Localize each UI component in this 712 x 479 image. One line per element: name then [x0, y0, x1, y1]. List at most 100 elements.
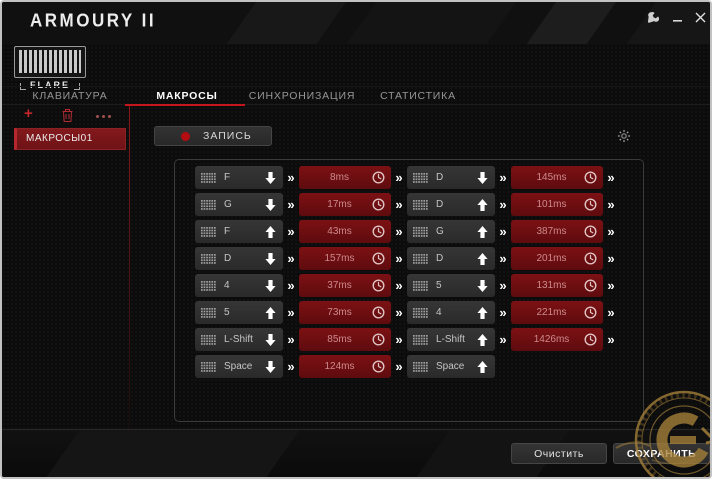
macro-delay-cell[interactable]: 387ms	[511, 220, 603, 243]
delay-value: 201ms	[536, 253, 567, 264]
macro-key-cell[interactable]: L-Shift	[195, 328, 283, 351]
chevron-double-icon: »	[395, 278, 403, 293]
save-button[interactable]: СОХРАНИТЬ	[613, 443, 710, 464]
delay-value: 145ms	[536, 172, 567, 183]
delay-value: 101ms	[536, 199, 567, 210]
macro-delay-cell[interactable]: 201ms	[511, 247, 603, 270]
macro-key-cell[interactable]: Space	[195, 355, 283, 378]
macro-key-cell[interactable]: D	[195, 247, 283, 270]
clock-icon	[372, 225, 385, 238]
delay-value: 85ms	[327, 334, 352, 345]
chevron-double-icon: »	[287, 170, 295, 185]
wrench-icon[interactable]	[644, 8, 662, 26]
tab-bar: КЛАВИАТУРА МАКРОСЫ СИНХРОНИЗАЦИЯ СТАТИСТ…	[2, 86, 710, 106]
key-label: F	[224, 226, 231, 237]
macro-key-cell[interactable]: 4	[195, 274, 283, 297]
chevron-double-icon: »	[607, 170, 615, 185]
clock-icon	[372, 252, 385, 265]
keyboard-icon	[201, 172, 216, 183]
clock-icon	[372, 279, 385, 292]
tab-synchronization[interactable]: СИНХРОНИЗАЦИЯ	[248, 90, 356, 102]
key-up-arrow-icon	[265, 225, 276, 238]
key-up-arrow-icon	[477, 333, 488, 346]
chevron-double-icon: »	[287, 305, 295, 320]
more-options-button[interactable]	[96, 115, 111, 118]
macro-key-cell[interactable]: 4	[407, 301, 495, 324]
record-button[interactable]: ЗАПИСЬ	[154, 126, 272, 146]
clear-button[interactable]: Очистить	[511, 443, 607, 464]
tab-keyboard[interactable]: КЛАВИАТУРА	[32, 90, 108, 102]
macro-key-cell[interactable]: L-Shift	[407, 328, 495, 351]
macro-delay-cell[interactable]: 145ms	[511, 166, 603, 189]
titlebar-stripe	[340, 2, 524, 44]
key-down-arrow-icon	[265, 198, 276, 211]
macro-delay-cell[interactable]: 131ms	[511, 274, 603, 297]
chevron-double-icon: »	[499, 251, 507, 266]
delete-macro-button[interactable]	[62, 109, 73, 127]
macro-key-cell[interactable]: F	[195, 220, 283, 243]
macro-key-cell[interactable]: D	[407, 247, 495, 270]
key-label: 5	[436, 280, 442, 291]
macro-delay-cell[interactable]: 124ms	[299, 355, 391, 378]
macro-list-item[interactable]: МАКРОСЫ01	[14, 128, 126, 150]
keyboard-icon	[413, 334, 428, 345]
macro-delay-cell[interactable]: 17ms	[299, 193, 391, 216]
macro-key-cell[interactable]: 5	[407, 274, 495, 297]
clock-icon	[584, 171, 597, 184]
add-macro-button[interactable]: +	[24, 105, 33, 122]
macro-key-cell[interactable]: F	[195, 166, 283, 189]
keyboard-icon	[201, 253, 216, 264]
macro-key-cell[interactable]: D	[407, 193, 495, 216]
macro-delay-cell[interactable]: 8ms	[299, 166, 391, 189]
key-label: F	[224, 172, 231, 183]
gear-icon[interactable]	[617, 129, 631, 148]
close-icon[interactable]	[691, 8, 709, 26]
key-down-arrow-icon	[265, 360, 276, 373]
minimize-icon[interactable]	[668, 8, 686, 26]
key-up-arrow-icon	[477, 198, 488, 211]
macro-key-cell[interactable]: G	[195, 193, 283, 216]
delay-value: 387ms	[536, 226, 567, 237]
macro-row: L-Shift»85ms»L-Shift»1426ms»	[195, 328, 643, 351]
key-label: 4	[224, 280, 230, 291]
macro-delay-cell[interactable]: 1426ms	[511, 328, 603, 351]
chevron-double-icon: »	[607, 197, 615, 212]
key-label: G	[436, 226, 444, 237]
macro-delay-cell[interactable]: 101ms	[511, 193, 603, 216]
tab-macros[interactable]: МАКРОСЫ	[156, 90, 218, 102]
macro-key-cell[interactable]: G	[407, 220, 495, 243]
chevron-double-icon: »	[395, 359, 403, 374]
footer-separator	[2, 429, 710, 430]
delay-value: 131ms	[536, 280, 567, 291]
key-label: D	[224, 253, 232, 264]
macro-row: 4»37ms»5»131ms»	[195, 274, 643, 297]
macro-key-cell[interactable]: Space	[407, 355, 495, 378]
delay-value: 124ms	[324, 361, 355, 372]
chevron-double-icon: »	[287, 197, 295, 212]
macro-delay-cell[interactable]: 43ms	[299, 220, 391, 243]
macro-delay-cell[interactable]: 85ms	[299, 328, 391, 351]
macro-delay-cell[interactable]: 221ms	[511, 301, 603, 324]
tab-statistics[interactable]: СТАТИСТИКА	[380, 90, 456, 102]
macro-row: F»43ms»G»387ms»	[195, 220, 643, 243]
key-label: D	[436, 199, 444, 210]
keyboard-icon	[413, 172, 428, 183]
keyboard-icon	[201, 361, 216, 372]
active-tab-underline	[125, 104, 245, 106]
macro-delay-cell[interactable]: 157ms	[299, 247, 391, 270]
macro-key-cell[interactable]: D	[407, 166, 495, 189]
device-selector[interactable]: FLARE	[14, 46, 92, 90]
macro-key-cell[interactable]: 5	[195, 301, 283, 324]
chevron-double-icon: »	[499, 197, 507, 212]
record-label: ЗАПИСЬ	[203, 130, 252, 142]
chevron-double-icon: »	[395, 332, 403, 347]
macro-delay-cell[interactable]: 73ms	[299, 301, 391, 324]
titlebar-stripe	[520, 2, 624, 44]
chevron-double-icon: »	[287, 224, 295, 239]
chevron-double-icon: »	[287, 359, 295, 374]
record-dot-icon	[181, 131, 190, 141]
key-label: G	[224, 199, 232, 210]
keyboard-icon	[413, 307, 428, 318]
delay-value: 37ms	[327, 280, 352, 291]
macro-delay-cell[interactable]: 37ms	[299, 274, 391, 297]
